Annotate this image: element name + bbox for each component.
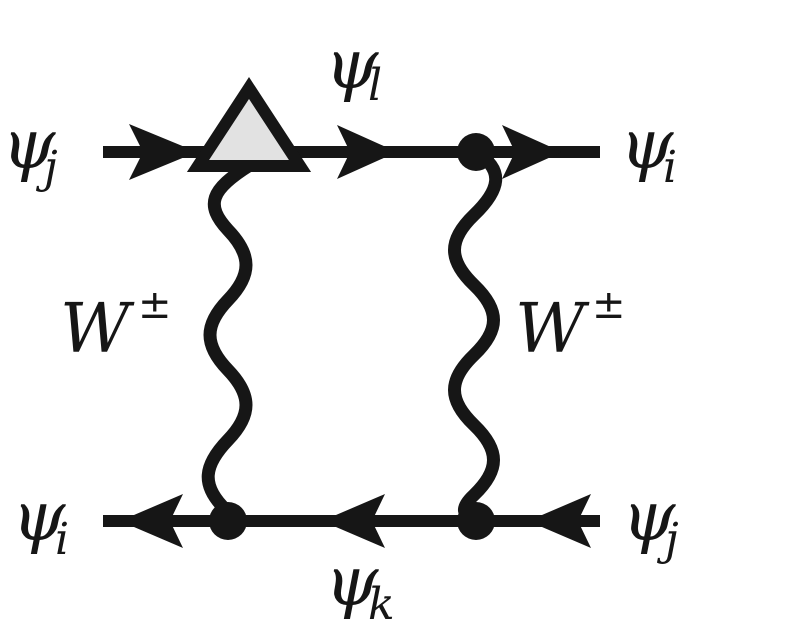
label-w-boson-right: W ± <box>515 282 626 369</box>
w-boson-left-line <box>201 158 257 517</box>
svg-text:ψ: ψ <box>12 478 66 557</box>
effective-vertex-triangle <box>186 77 312 172</box>
label-psi-i-top-right: ψ i <box>620 106 677 193</box>
vertex-dot-top-right <box>457 133 495 171</box>
arrow-bottom-internal <box>322 494 385 548</box>
label-psi-l-top-middle: ψ l <box>325 26 382 111</box>
svg-text:i: i <box>663 142 677 193</box>
label-psi-j-bottom-right: ψ j <box>622 478 679 565</box>
vertex-dot-bottom-left <box>209 502 247 540</box>
svg-text:k: k <box>368 579 395 630</box>
svg-text:W: W <box>60 290 135 369</box>
arrow-top-outgoing <box>502 125 562 179</box>
label-psi-j-top-left: ψ j <box>2 106 58 193</box>
svg-text:ψ: ψ <box>620 106 674 185</box>
w-boson-right-line <box>448 145 503 528</box>
svg-text:l: l <box>368 60 382 111</box>
svg-text:ψ: ψ <box>325 26 379 105</box>
svg-text:i: i <box>55 514 69 565</box>
vertex-dot-bottom-right <box>457 502 495 540</box>
arrow-top-internal <box>337 125 397 179</box>
arrow-bottom-incoming <box>528 494 591 548</box>
svg-text:ψ: ψ <box>2 106 56 185</box>
arrow-bottom-outgoing <box>120 494 183 548</box>
svg-text:ψ: ψ <box>325 543 379 622</box>
arrow-top-incoming <box>129 124 197 180</box>
svg-text:±: ± <box>138 282 172 328</box>
svg-text:±: ± <box>592 282 626 328</box>
label-psi-i-bottom-left: ψ i <box>12 478 69 565</box>
label-w-boson-left: W ± <box>60 282 172 369</box>
svg-text:ψ: ψ <box>622 478 676 557</box>
label-psi-k-bottom-middle: ψ k <box>325 543 395 630</box>
svg-text:W: W <box>515 290 590 369</box>
